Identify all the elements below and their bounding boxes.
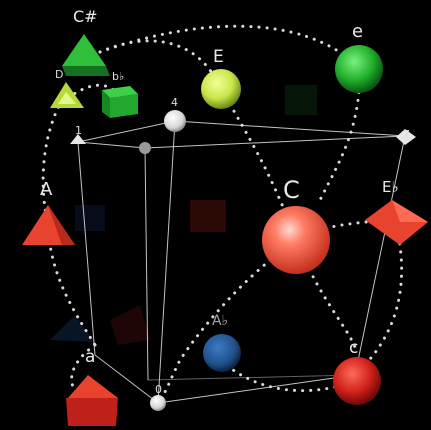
- vertex-0-node[interactable]: [150, 395, 166, 411]
- label-a-flat: A♭: [212, 313, 228, 329]
- note-e-flat-octahedron[interactable]: [365, 200, 428, 245]
- label-c-lower: c: [349, 338, 358, 358]
- label-vertex-0: 0: [155, 383, 162, 396]
- label-vertex-4: 4: [171, 96, 178, 109]
- note-e-upper-sphere[interactable]: [201, 69, 241, 109]
- label-vertex-1: 1: [75, 124, 82, 137]
- note-c-upper-sphere[interactable]: [262, 206, 330, 274]
- note-d-flat-triangle[interactable]: [50, 82, 84, 108]
- label-a-upper: A: [40, 179, 53, 200]
- label-c-upper: C: [283, 176, 300, 204]
- note-c-sharp-pyramid[interactable]: [62, 34, 110, 76]
- label-e-flat: E♭: [382, 178, 399, 196]
- label-vertex-7: 7: [403, 128, 410, 141]
- note-c-lower-sphere[interactable]: [333, 357, 381, 405]
- label-a-lower: a: [85, 347, 95, 367]
- vertex-4-node[interactable]: [164, 110, 186, 132]
- note-b-flat-cube[interactable]: [102, 86, 138, 118]
- note-a-lower-cube[interactable]: [66, 375, 118, 426]
- label-b-flat: b♭: [112, 70, 124, 83]
- note-a-upper-pyramid[interactable]: [22, 205, 75, 245]
- label-d-flat: D: [55, 68, 63, 81]
- note-a-flat-sphere[interactable]: [203, 334, 241, 372]
- label-c-sharp: C#: [73, 7, 98, 26]
- note-e-lower-sphere[interactable]: [335, 45, 383, 93]
- vertex-node-back[interactable]: [139, 142, 151, 154]
- label-e-lower: e: [352, 21, 363, 42]
- label-e-upper: E: [213, 47, 224, 67]
